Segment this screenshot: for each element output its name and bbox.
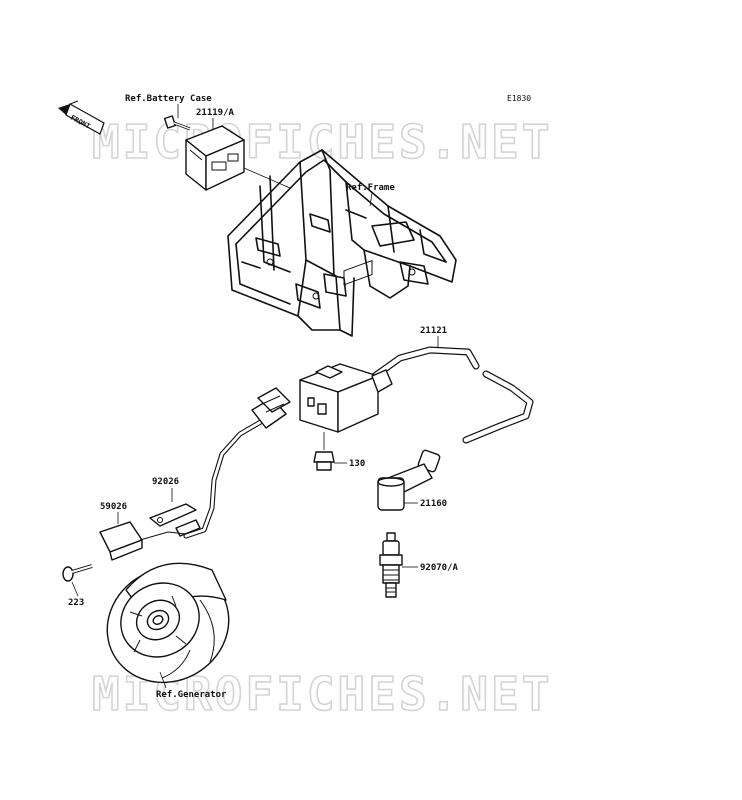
diagram-code: E1830 xyxy=(507,94,531,103)
label-59026: 59026 xyxy=(100,502,127,512)
igniter-unit-21119a xyxy=(185,125,245,191)
label-223: 223 xyxy=(68,598,84,608)
grommet-59026 xyxy=(99,521,187,561)
label-ref-battery-case: Ref.Battery Case xyxy=(125,94,212,104)
generator-lead-wire xyxy=(183,387,291,539)
bolt-130 xyxy=(313,451,335,471)
spark-plug-cap-21160 xyxy=(377,449,441,511)
clamp-92026 xyxy=(149,503,201,537)
label-ref-frame: Ref.Frame xyxy=(346,183,395,193)
label-92070a: 92070/A xyxy=(420,563,459,573)
battery-case-bolt xyxy=(163,115,191,131)
spark-plug-92070a xyxy=(379,532,403,598)
label-130: 130 xyxy=(349,459,365,469)
screw-223 xyxy=(62,564,93,582)
generator-flywheel xyxy=(106,562,230,684)
label-ref-generator: Ref.Generator xyxy=(156,690,227,700)
label-21119a: 21119/A xyxy=(196,108,235,118)
frame-assembly xyxy=(227,149,457,337)
front-arrow-icon: FRONT xyxy=(58,100,105,135)
label-92026: 92026 xyxy=(152,477,179,487)
label-21160: 21160 xyxy=(420,499,447,509)
label-21121: 21121 xyxy=(420,326,447,336)
ignition-coil-21121 xyxy=(299,259,534,444)
